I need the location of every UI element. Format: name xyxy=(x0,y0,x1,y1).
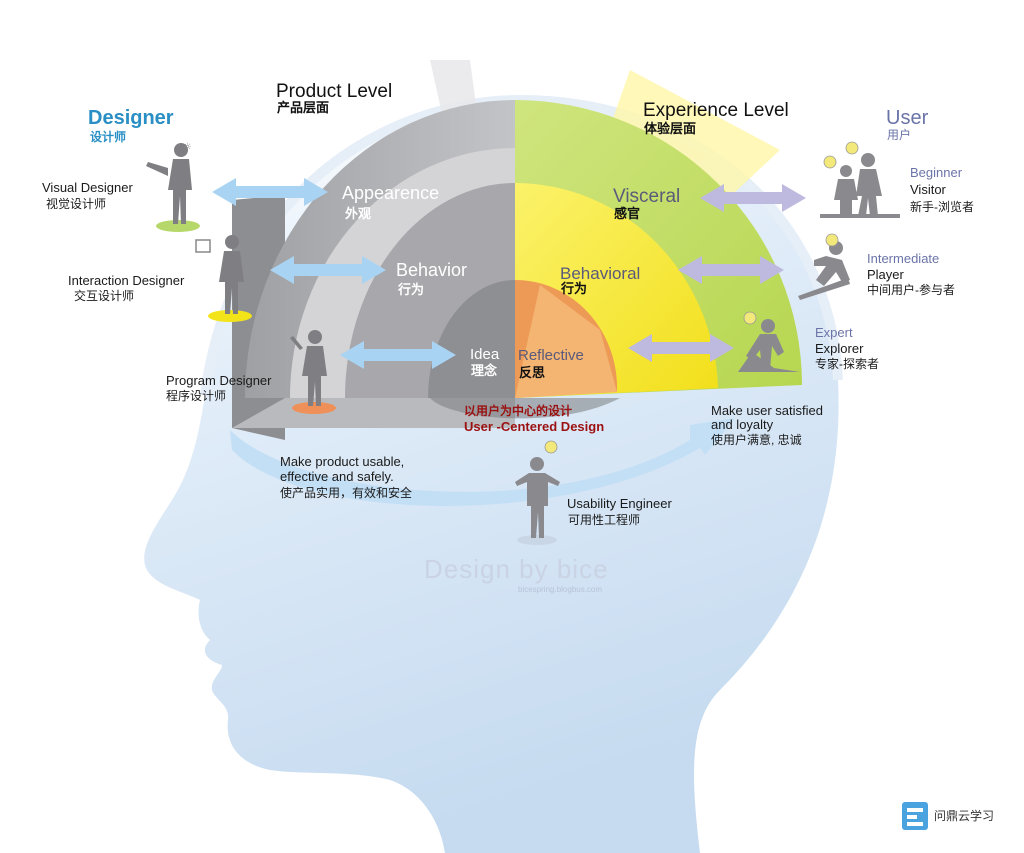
center-title: User -Centered Design xyxy=(464,419,605,434)
arrow-beginner xyxy=(700,184,806,212)
program-designer-label: Program Designer xyxy=(166,373,272,388)
left-goal-line1: Make product usable, xyxy=(280,454,405,469)
interaction-designer-label-zh: 交互设计师 xyxy=(74,289,135,303)
right-goal-line2: and loyalty xyxy=(711,417,774,432)
center-shadow xyxy=(430,398,620,419)
ring-reflective-highlight xyxy=(515,285,617,398)
brand-text: 问鼎云学习 xyxy=(934,809,995,823)
user-title-zh: 用户 xyxy=(887,128,912,142)
explorer-label: Explorer xyxy=(815,341,864,356)
visual-designer-label: Visual Designer xyxy=(42,180,133,195)
experience-level-title: Experience Level xyxy=(643,100,789,121)
cycle-arrow xyxy=(230,418,735,507)
visitor-label-zh: 新手-浏览者 xyxy=(910,200,974,214)
experience-level-title-zh: 体验层面 xyxy=(644,121,697,136)
expert-level: Expert xyxy=(815,325,853,340)
intermediate-figure xyxy=(798,241,850,300)
intermediate-level: Intermediate xyxy=(867,251,940,266)
center-title-zh: 以用户为中心的设计 xyxy=(464,404,573,418)
arrow-intermediate xyxy=(678,256,784,284)
user-title: User xyxy=(886,107,929,129)
behavioral-label: Behavioral xyxy=(560,264,641,283)
appearence-label: Appearence xyxy=(342,183,440,203)
smiley-icons xyxy=(544,141,859,454)
behavior-label: Behavior xyxy=(396,260,468,280)
reflective-label-zh: 反思 xyxy=(519,365,546,380)
interaction-designer-figure xyxy=(195,235,252,322)
reflective-label: Reflective xyxy=(518,347,584,364)
program-designer-label-zh: 程序设计师 xyxy=(166,389,227,403)
right-goal-zh: 使用户满意, 忠诚 xyxy=(711,433,802,447)
left-goal-zh: 使产品实用，有效和安全 xyxy=(280,486,413,500)
watermark-sub: bicespring.blogbus.com xyxy=(518,585,603,594)
left-goal-line2: effective and safely. xyxy=(280,469,394,484)
usability-engineer-figure xyxy=(515,457,560,545)
expert-figure xyxy=(738,319,800,372)
watermark-text: Design by bice xyxy=(424,554,609,584)
beginner-level: Beginner xyxy=(910,165,963,180)
appearence-label-zh: 外观 xyxy=(345,206,372,221)
product-level-title: Product Level xyxy=(276,81,393,102)
arrow-program xyxy=(340,341,456,369)
usability-engineer-label: Usability Engineer xyxy=(567,496,672,511)
right-goal-line1: Make user satisfied xyxy=(711,403,823,418)
player-label: Player xyxy=(867,267,904,282)
arrow-visual xyxy=(212,178,328,206)
visceral-label-zh: 感官 xyxy=(614,206,641,221)
designer-title-zh: 设计师 xyxy=(90,130,127,144)
brand-logo xyxy=(902,802,928,830)
usability-engineer-label-zh: 可用性工程师 xyxy=(568,513,641,527)
ring-idea xyxy=(428,280,515,398)
arrow-interaction xyxy=(270,256,386,284)
player-label-zh: 中间用户-参与者 xyxy=(867,283,955,297)
visual-designer-figure: ☼ xyxy=(146,142,200,232)
idea-label: Idea xyxy=(470,346,500,363)
beginner-figure xyxy=(820,153,900,218)
behavior-label-zh: 行为 xyxy=(398,282,425,297)
visual-designer-label-zh: 视觉设计师 xyxy=(46,197,107,211)
idea-label-zh: 理念 xyxy=(471,363,498,378)
visitor-label: Visitor xyxy=(910,182,946,197)
designer-title: Designer xyxy=(88,107,174,129)
svg-text:☼: ☼ xyxy=(183,142,192,153)
interaction-designer-label: Interaction Designer xyxy=(68,273,185,288)
behavioral-label-zh: 行为 xyxy=(561,281,588,296)
explorer-label-zh: 专家-探索者 xyxy=(815,357,879,371)
product-level-title-zh: 产品层面 xyxy=(277,100,330,115)
program-designer-figure xyxy=(290,330,336,414)
arrow-expert xyxy=(628,334,734,362)
visceral-label: Visceral xyxy=(613,186,681,207)
